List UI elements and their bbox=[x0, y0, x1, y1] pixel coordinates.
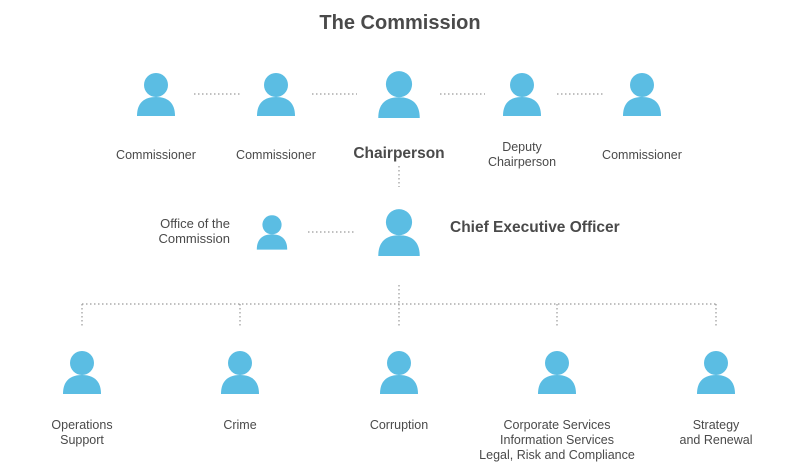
strategy-label-line-2: and Renewal bbox=[679, 433, 753, 447]
commissioner-1-label: Commissioner bbox=[116, 148, 196, 162]
office-label-line-1: Office of the bbox=[160, 216, 230, 231]
ceo-label: Chief Executive Officer bbox=[450, 219, 620, 236]
deputy-chairperson-person-icon bbox=[503, 73, 541, 116]
operations-support-person-icon bbox=[63, 351, 101, 394]
corporate-services-label: Corporate Services Information Services … bbox=[472, 418, 642, 463]
corporate-label-line-2: Information Services bbox=[500, 433, 614, 447]
deputy-chairperson-label: Deputy Chairperson bbox=[462, 140, 582, 170]
strategy-renewal-person-icon bbox=[697, 351, 735, 394]
office-label-line-2: Commission bbox=[158, 231, 230, 246]
deputy-chairperson-label-line-2: Chairperson bbox=[487, 155, 557, 169]
corporate-label-line-3: Legal, Risk and Compliance bbox=[479, 448, 635, 462]
corruption-person-icon bbox=[380, 351, 418, 394]
operations-support-label: Operations Support bbox=[22, 418, 142, 448]
corruption-label: Corruption bbox=[369, 418, 429, 432]
chairperson-label: Chairperson bbox=[353, 145, 445, 162]
strategy-renewal-label: Strategy and Renewal bbox=[656, 418, 776, 448]
office-of-commission-person-icon bbox=[256, 215, 288, 250]
commissioner-3-label: Commissioner bbox=[602, 148, 682, 162]
strategy-label-line-1: Strategy bbox=[692, 418, 740, 432]
office-of-commission-label: Office of the Commission bbox=[130, 216, 230, 246]
corporate-services-person-icon bbox=[538, 351, 576, 394]
chairperson-person-icon bbox=[378, 71, 420, 118]
diagram-title: The Commission bbox=[319, 12, 481, 34]
commissioner-1-person-icon bbox=[137, 73, 175, 116]
operations-label-line-2: Support bbox=[60, 433, 104, 447]
deputy-chairperson-label-line-1: Deputy bbox=[502, 140, 542, 154]
commissioner-3-person-icon bbox=[623, 73, 661, 116]
operations-label-line-1: Operations bbox=[51, 418, 113, 432]
ceo-person-icon bbox=[378, 209, 420, 256]
corporate-label-line-1: Corporate Services bbox=[503, 418, 611, 432]
commissioner-2-person-icon bbox=[257, 73, 295, 116]
crime-person-icon bbox=[221, 351, 259, 394]
commissioner-2-label: Commissioner bbox=[236, 148, 316, 162]
crime-label: Crime bbox=[223, 418, 257, 432]
